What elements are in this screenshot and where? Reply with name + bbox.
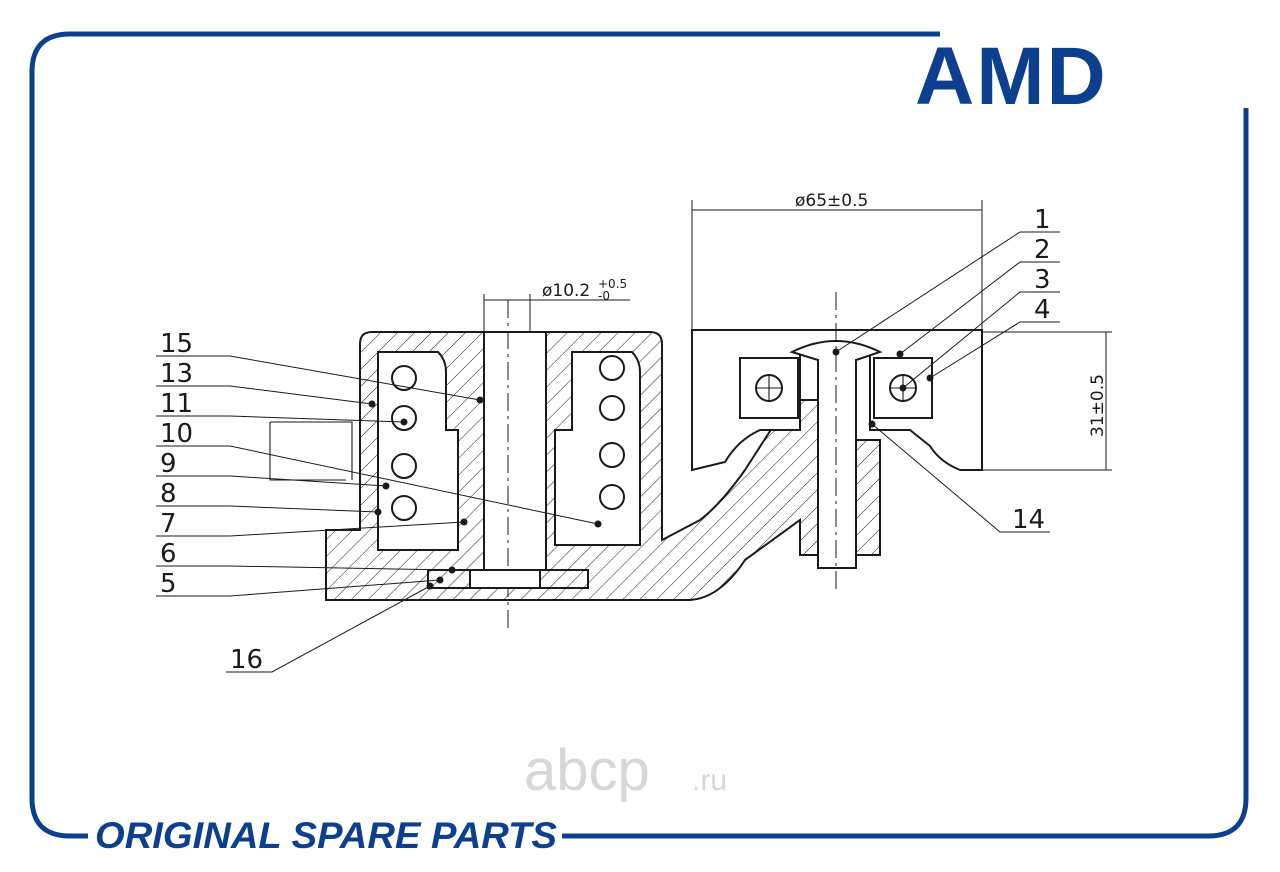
callout-number: 3 [1034,265,1051,295]
callout-number: 10 [160,419,193,449]
callout-number: 13 [160,359,193,389]
callout-8: 8 [156,479,382,516]
callout-16: 16 [226,582,434,675]
tensioner-body [269,300,881,630]
callout-3: 3 [899,265,1060,392]
callout-6: 6 [156,539,456,574]
callout-10: 10 [156,419,602,528]
watermark-main: abcp [524,738,650,803]
spring-coil [391,365,417,391]
spring-coil [599,355,625,381]
dim-text-bore-lower: -0 [598,289,610,303]
callout-2: 2 [896,235,1060,358]
callout-number: 1 [1034,205,1051,235]
left-cavity [377,351,459,551]
callout-13: 13 [156,359,376,408]
watermark-suffix: .ru [692,764,727,797]
dim-pulley-diameter: ø65±0.5 [691,191,983,470]
logo-text: AMD [915,31,1108,122]
center-bore [483,331,547,585]
dim-height: 31±0.5 [982,331,1112,471]
callout-number: 15 [160,329,193,359]
callout-number: 11 [160,389,193,419]
spring-coil [599,442,625,468]
callout-number: 5 [160,569,177,599]
callout-7: 7 [156,509,468,539]
callout-11: 11 [156,389,408,426]
callout-number: 6 [160,539,177,569]
dim-text-bore-upper: +0.5 [598,277,627,291]
spring-coil [391,405,417,431]
spring-coil [599,395,625,421]
callout-number: 7 [160,509,177,539]
spring-coil [599,484,625,510]
callout-number: 2 [1034,235,1051,265]
callout-number: 16 [230,645,263,675]
callout-9: 9 [156,449,390,490]
callout-5: 5 [156,569,444,599]
dim-text-bore: ø10.2 [542,281,590,301]
spring-coil [391,453,417,479]
tagline: ORIGINAL SPARE PARTS [95,815,557,856]
watermark: abcp .ru [524,738,727,803]
dim-bore: ø10.2 +0.5 -0 [483,277,630,332]
pulley [691,292,983,590]
callout-number: 14 [1012,505,1045,535]
drawing-frame [29,31,1249,839]
callout-15: 15 [156,329,484,404]
callout-number: 8 [160,479,177,509]
callout-number: 4 [1034,295,1051,325]
callout-1: 1 [832,205,1060,356]
spring-coil [391,495,417,521]
amd-logo: AMD [915,31,1108,122]
washer-gap [469,569,541,589]
side-bracket [269,421,353,481]
callout-14: 14 [868,420,1050,535]
callout-number: 9 [160,449,177,479]
dim-text-pulley: ø65±0.5 [795,191,868,211]
callout-4: 4 [926,295,1060,382]
dim-text-height: 31±0.5 [1088,374,1108,437]
